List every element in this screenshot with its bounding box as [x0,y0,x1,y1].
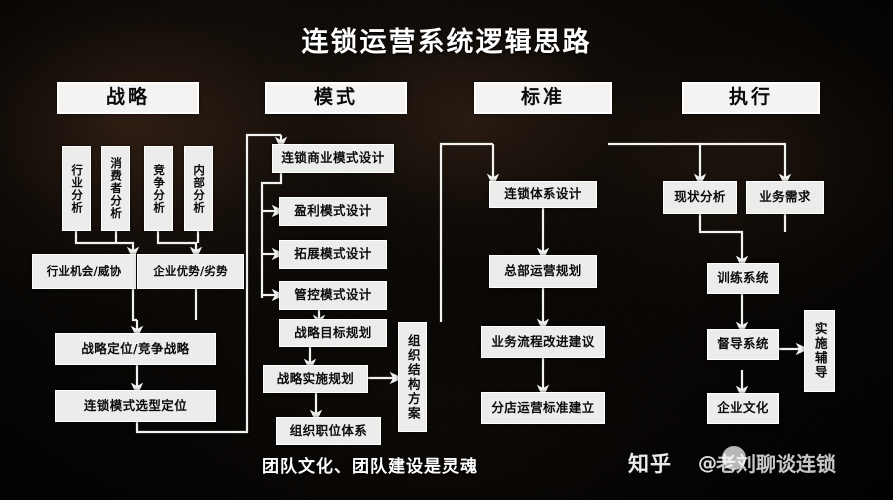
node-training-system: 训练系统 [707,263,779,294]
node-enterprise-strength-weakness: 企业优势/劣势 [137,254,244,289]
watermark-at-symbol: @ [698,452,717,474]
node-strategic-goal-planning: 战略目标规划 [279,319,387,347]
column-header-standard: 标准 [474,82,612,114]
node-chain-model-selection: 连锁模式选型定位 [55,390,216,422]
node-headquarters-operation-planning: 总部运营规划 [489,255,597,288]
node-control-model-design: 管控模式设计 [279,281,387,310]
node-business-requirement: 业务需求 [746,181,824,214]
footer-slogan: 团队文化、团队建设是灵魂 [262,457,478,477]
node-business-process-improvement: 业务流程改进建议 [481,326,605,358]
node-profit-model-design: 盈利模式设计 [279,197,387,226]
node-implementation-coaching: 实施辅导 [804,310,835,392]
node-store-operation-standard: 分店运营标准建立 [481,392,605,424]
node-internal-analysis: 内部分析 [184,146,213,231]
column-header-execution: 执行 [682,82,820,114]
node-organization-structure-plan: 组织结构方案 [398,322,427,432]
node-supervision-system: 督导系统 [707,329,779,360]
node-expansion-model-design: 拓展模式设计 [279,240,387,269]
node-corporate-culture: 企业文化 [707,393,779,424]
column-header-strategy: 战略 [57,82,199,114]
watermark-username: 老刘聊谈连锁 [716,452,836,476]
node-current-situation-analysis: 现状分析 [663,181,737,214]
zhihu-watermark-logo: 知乎 [628,452,672,476]
node-chain-business-model-design: 连锁商业模式设计 [272,144,394,173]
node-industry-analysis: 行业分析 [62,146,91,231]
node-industry-opportunity-threat: 行业机会/威协 [32,254,136,289]
node-competition-analysis: 竞争分析 [144,146,173,231]
node-strategic-implementation-planning: 战略实施规划 [263,365,368,393]
node-strategic-positioning: 战略定位/竞争战略 [55,333,216,365]
node-chain-system-design: 连锁体系设计 [489,181,597,208]
column-header-model: 模式 [265,82,407,114]
node-organization-position-system: 组织职位体系 [276,417,381,445]
page-title: 连锁运营系统逻辑思路 [301,27,592,58]
avatar [722,446,746,470]
node-consumer-analysis: 消费者分析 [101,146,130,231]
